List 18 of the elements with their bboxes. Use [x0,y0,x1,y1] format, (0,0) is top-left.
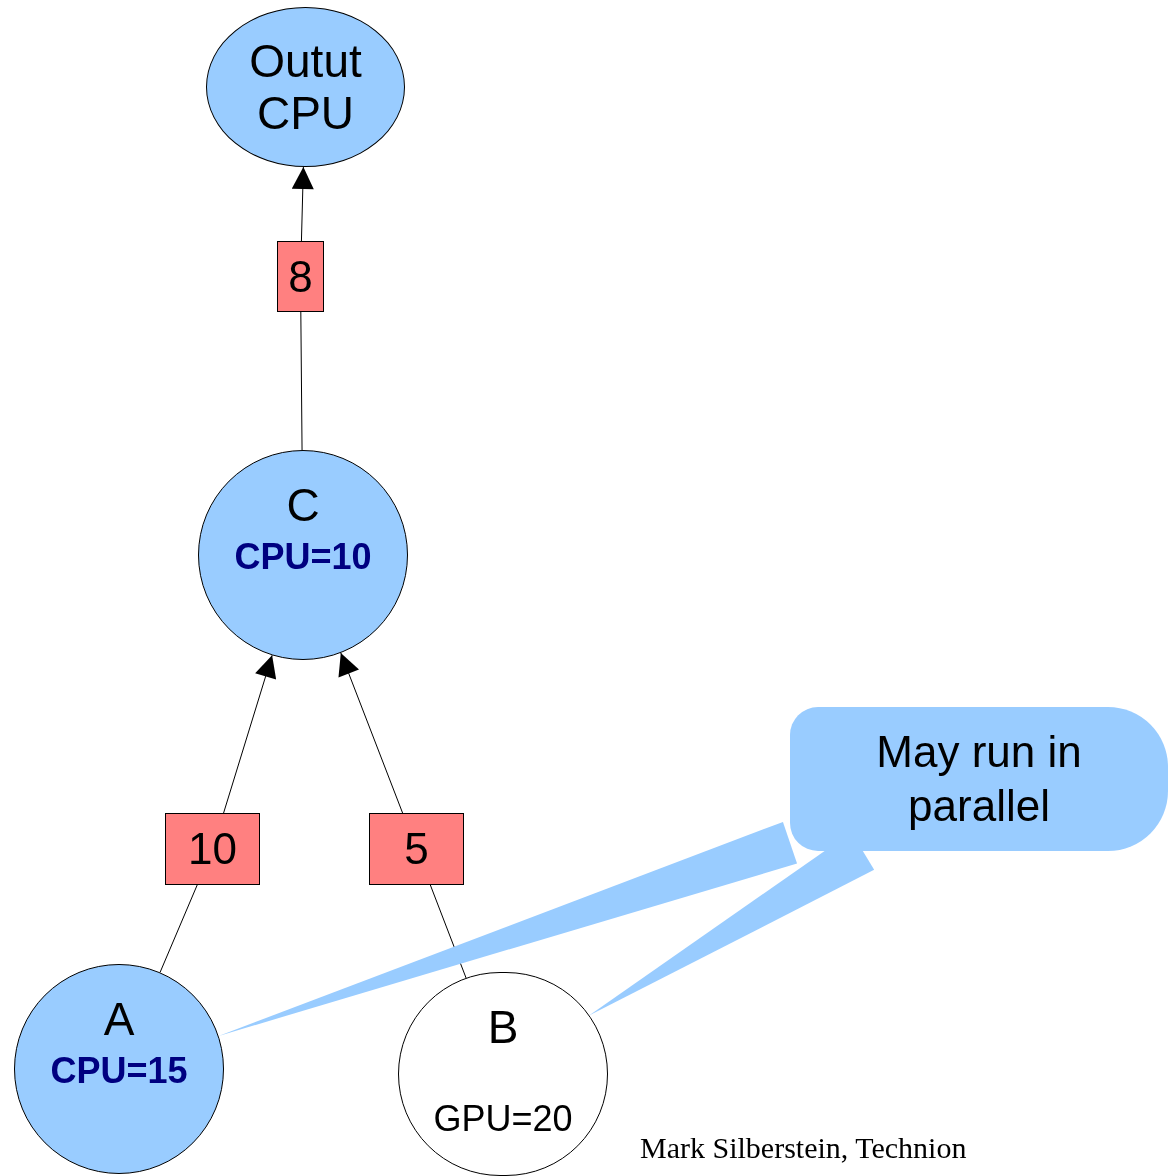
cost-label: CPU=10 [234,535,372,579]
callout-bubble [790,707,1168,851]
node-label: A [103,992,135,1047]
weight-box: 10 [165,813,260,885]
arrow [291,166,314,242]
cost-label: CPU=15 [50,1049,188,1093]
arrow [223,654,277,814]
weight-box: 5 [369,813,464,885]
weight-box: 8 [277,241,324,312]
callout-text: May run in parallel [875,726,1083,832]
node-label: Outut CPU [248,35,363,139]
line [159,884,198,973]
author-credit: Mark Silberstein, Technion [640,1130,967,1166]
arrow [338,652,404,814]
node-label: C [286,478,320,533]
line [300,311,303,451]
node-label: B [487,1000,519,1055]
cost-label: GPU=20 [433,1097,573,1141]
